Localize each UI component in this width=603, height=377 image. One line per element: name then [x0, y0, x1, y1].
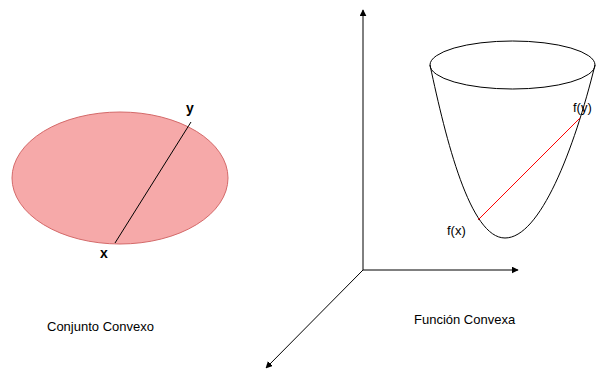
chord	[478, 118, 580, 220]
segment	[115, 122, 191, 243]
point-label: y	[186, 101, 194, 116]
point-label: x	[100, 246, 108, 261]
caption-text: Función Convexa	[414, 313, 515, 327]
paraboloid-rim	[430, 41, 595, 89]
y-axis	[363, 270, 518, 271]
value-label: f(y)	[573, 101, 592, 115]
convex-set	[12, 112, 228, 244]
value-label: f(x)	[447, 224, 466, 238]
paraboloid	[430, 65, 595, 238]
caption-text: Conjunto Convexo	[47, 320, 154, 334]
x-axis	[266, 270, 363, 368]
z-axis	[363, 10, 364, 270]
